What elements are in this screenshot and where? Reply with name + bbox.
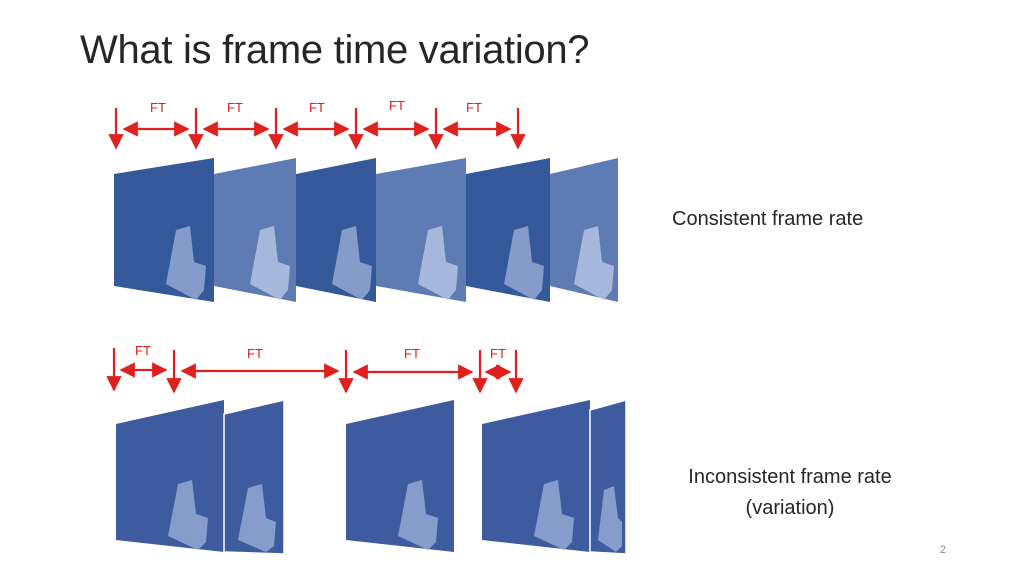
consistent-caption: Consistent frame rate: [672, 208, 864, 230]
ft-label: FT: [490, 346, 506, 361]
frame-5: [466, 158, 550, 302]
ft-label: FT: [150, 100, 166, 115]
frame-1: [116, 400, 224, 552]
frame-4: [482, 400, 590, 552]
ft-label: FT: [404, 346, 420, 361]
consistent-arrows: [108, 108, 526, 150]
frame-4: [376, 158, 466, 302]
frame-2: [223, 399, 285, 555]
frame-5: [589, 399, 627, 555]
ft-label: FT: [247, 346, 263, 361]
frame-2: [214, 158, 296, 302]
frame-3: [346, 400, 454, 552]
inconsistent-ft-labels: FT FT FT FT: [135, 343, 506, 361]
inconsistent-caption: Inconsistent frame rate (variation): [668, 462, 912, 524]
inconsistent-caption-line2: (variation): [745, 497, 835, 519]
consistent-frames: [114, 158, 618, 302]
ft-label: FT: [389, 98, 405, 113]
ft-label: FT: [135, 343, 151, 358]
inconsistent-frames: [116, 399, 627, 555]
ft-label: FT: [309, 100, 325, 115]
frame-1: [114, 158, 214, 302]
ft-label: FT: [466, 100, 482, 115]
frame-3: [296, 158, 376, 302]
inconsistent-caption-line1: Inconsistent frame rate: [688, 466, 892, 488]
page-title: What is frame time variation?: [80, 28, 590, 72]
inconsistent-arrows: [106, 348, 524, 394]
frame-6: [550, 158, 618, 302]
slide-number: 2: [939, 544, 946, 556]
consistent-ft-labels: FT FT FT FT FT: [150, 98, 482, 115]
ft-label: FT: [227, 100, 243, 115]
